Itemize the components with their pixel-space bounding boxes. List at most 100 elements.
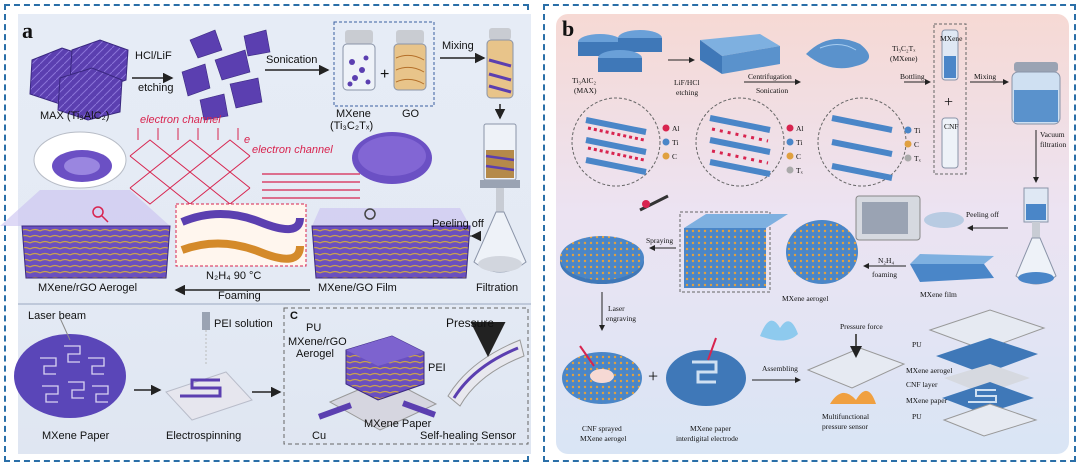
- b-vacuum: Vacuum: [1040, 130, 1065, 139]
- b-sensor-assembly: [806, 334, 906, 404]
- sensor-stack: [317, 335, 438, 431]
- cu-label: Cu: [312, 430, 327, 442]
- b-mxene-vial-label: MXene: [940, 34, 963, 43]
- mixing-label: Mixing: [442, 40, 474, 52]
- mxene-label: MXene: [336, 108, 371, 120]
- b-aerogel-layer: MXene aerogel: [906, 366, 953, 375]
- go-film-disc: [352, 132, 432, 184]
- b-mixed-jar: [1011, 62, 1061, 125]
- b-oven: [855, 195, 921, 241]
- b-n2h4: N₂H₄: [878, 256, 895, 265]
- film-label: MXene/GO Film: [318, 282, 397, 294]
- b-spray-gun: [639, 194, 669, 212]
- pei-label: PEI: [428, 362, 446, 374]
- mxene-paper-disc: [14, 334, 126, 418]
- aerogel-label: MXene/rGO Aerogel: [38, 282, 138, 294]
- panel-b-letter: b: [562, 16, 575, 41]
- b-cnf-vial: [941, 117, 959, 169]
- panel-a-letter: a: [22, 18, 33, 43]
- electron-channel-label-2: electron channel: [252, 144, 333, 156]
- panel-c-letter: C: [290, 310, 298, 322]
- b-legend2-ti: Ti: [796, 138, 803, 147]
- b-mixing: Mixing: [974, 72, 997, 81]
- b-cnf-disk: [562, 345, 642, 404]
- b-max-formula: Ti₃AlC₂: [572, 76, 597, 85]
- filtration-apparatus: [473, 123, 527, 273]
- b-laser: Laser: [608, 304, 625, 313]
- electron-arrows-1: [137, 128, 239, 140]
- b-cnf-sprayed-2: MXene aerogel: [580, 434, 627, 443]
- b-peeling-off: Peeling off: [966, 210, 999, 219]
- mxene-paper-small-label: MXene Paper: [364, 418, 432, 430]
- pei-solution-label: PEI solution: [214, 318, 273, 330]
- electron-symbol-1: e: [244, 134, 251, 146]
- b-etching: etching: [676, 88, 699, 97]
- self-healing-label: Self-healing Sensor: [420, 430, 517, 442]
- laser-beam-line: [59, 317, 71, 341]
- pu-label: PU: [306, 322, 322, 334]
- electron-channel-label-1: electron channel: [140, 114, 221, 126]
- plus-symbol: +: [380, 66, 390, 83]
- b-electrode-2: interdigital electrode: [676, 434, 739, 443]
- b-filtration: [1015, 187, 1057, 285]
- b-legend3-ti: Ti: [914, 126, 921, 135]
- b-pu-bottom: PU: [912, 412, 922, 421]
- b-sprayed-disk: [560, 236, 644, 284]
- peeling-off-label: Peeling off: [432, 218, 484, 230]
- aerogel-short-label: Aerogel: [296, 348, 334, 360]
- foaming-label: Foaming: [218, 290, 261, 302]
- max-label: MAX (Ti₃AlC₂): [40, 110, 110, 122]
- b-multi-2: pressure sensor: [822, 422, 869, 431]
- mxene-paper-label: MXene Paper: [42, 430, 110, 442]
- bent-sensor: [447, 322, 525, 407]
- b-aerogel-disk: [786, 220, 858, 284]
- inset-layers: [180, 210, 304, 263]
- b-legend3-tx: Tₓ: [914, 154, 921, 163]
- b-filtration: filtration: [1040, 140, 1067, 149]
- b-lif-hcl: LiF/HCl: [674, 78, 700, 87]
- b-vials-box: [933, 23, 967, 175]
- self-healing-box: [283, 307, 529, 445]
- b-foaming: foaming: [872, 270, 897, 279]
- b-mxene-aerogel: MXene aerogel: [782, 294, 829, 303]
- go-vial: [393, 30, 427, 91]
- aerogel-illustration: [0, 131, 171, 279]
- b-legend2-al: Al: [796, 124, 804, 133]
- b-spraying: Spraying: [646, 236, 674, 245]
- b-legend2-c: C: [796, 152, 802, 161]
- electrospinning-illustration: [165, 312, 253, 421]
- vials-box: [333, 21, 435, 107]
- mxene-flakes: [181, 29, 271, 121]
- b-exploded-layers: [928, 309, 1046, 437]
- b-mxene-film-disk: [910, 212, 994, 282]
- b-mxene-film: MXene film: [920, 290, 957, 299]
- b-legend1-ti: Ti: [672, 138, 679, 147]
- laser-beam-label: Laser beam: [28, 310, 87, 322]
- reagent-hcl-label: HCl/LiF: [135, 50, 172, 62]
- go-label: GO: [402, 108, 420, 120]
- mixed-vial: [486, 28, 514, 99]
- electrospinning-label: Electrospinning: [166, 430, 242, 442]
- mxene-vial: [342, 30, 376, 91]
- b-paper-layer: MXene paper: [906, 396, 948, 405]
- b-electrode-1: MXene paper: [690, 424, 732, 433]
- b-max-stacks: [578, 30, 662, 72]
- mxene-go-film: [311, 208, 471, 279]
- filtration-label: Filtration: [476, 282, 519, 294]
- max-crystal-blocks: [29, 39, 129, 121]
- b-splash-icon: [760, 320, 798, 341]
- b-legend-dots: [662, 124, 912, 174]
- b-legend3-c: C: [914, 140, 920, 149]
- b-legend1-al: Al: [672, 124, 680, 133]
- b-pu-top: PU: [912, 340, 922, 349]
- b-cnf-layer: CNF layer: [906, 380, 938, 389]
- b-electrode-disk: [666, 337, 746, 406]
- panel-b-frame: [543, 4, 1076, 462]
- b-cnf-sprayed-1: CNF sprayed: [582, 424, 622, 433]
- b-flakes: [806, 38, 870, 69]
- b-engraving: engraving: [606, 314, 636, 323]
- b-legend1-c: C: [672, 152, 678, 161]
- b-etched-block: [700, 34, 780, 74]
